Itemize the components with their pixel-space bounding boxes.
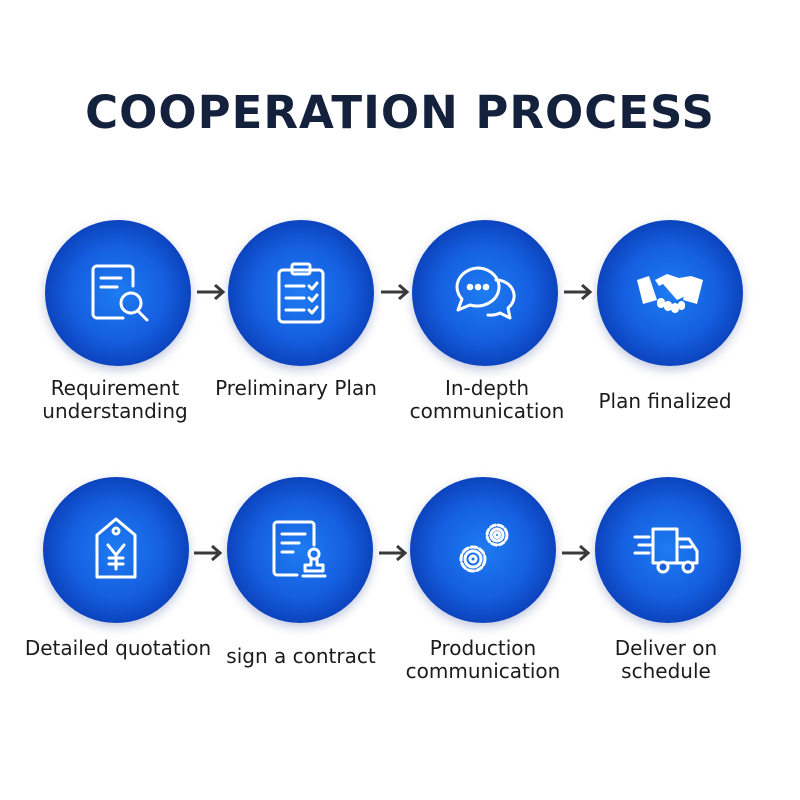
step-label-detailed-quotation: Detailed quotation — [24, 636, 212, 660]
step-circle-sign-contract — [227, 477, 373, 623]
document-stamp-icon — [272, 520, 327, 578]
document-search-icon — [91, 264, 149, 322]
step-circle-requirement — [45, 220, 191, 366]
chat-bubbles-icon — [455, 266, 516, 320]
arrow-right-icon — [381, 284, 410, 300]
step-circle-in-depth-communication — [412, 220, 558, 366]
step-label-preliminary-plan: Preliminary Plan — [215, 376, 377, 400]
step-circle-detailed-quotation — [43, 477, 189, 623]
handshake-icon — [637, 274, 703, 313]
step-label-sign-contract: sign a contract — [226, 644, 376, 668]
delivery-truck-icon — [633, 527, 699, 574]
step-circle-plan-finalized — [597, 220, 743, 366]
step-circle-production-communication — [410, 477, 556, 623]
page-title: COOPERATION PROCESS — [85, 86, 715, 139]
step-label-plan-finalized: Plan finalized — [598, 389, 732, 413]
step-label-production-communication: Production communication — [405, 636, 561, 683]
arrow-right-icon — [197, 284, 226, 300]
step-circle-preliminary-plan — [228, 220, 374, 366]
step-label-in-depth-communication: In-depth communication — [409, 376, 565, 423]
arrow-right-icon — [194, 545, 223, 561]
step-circle-deliver-on-schedule — [595, 477, 741, 623]
arrow-right-icon — [562, 545, 591, 561]
gears-icon — [459, 523, 509, 573]
arrow-right-icon — [379, 545, 408, 561]
arrow-right-icon — [564, 284, 593, 300]
price-tag-yen-icon — [95, 517, 137, 579]
step-label-requirement: Requirement understanding — [42, 376, 188, 423]
clipboard-checklist-icon — [277, 262, 325, 324]
step-label-deliver-on-schedule: Deliver on schedule — [614, 636, 718, 683]
